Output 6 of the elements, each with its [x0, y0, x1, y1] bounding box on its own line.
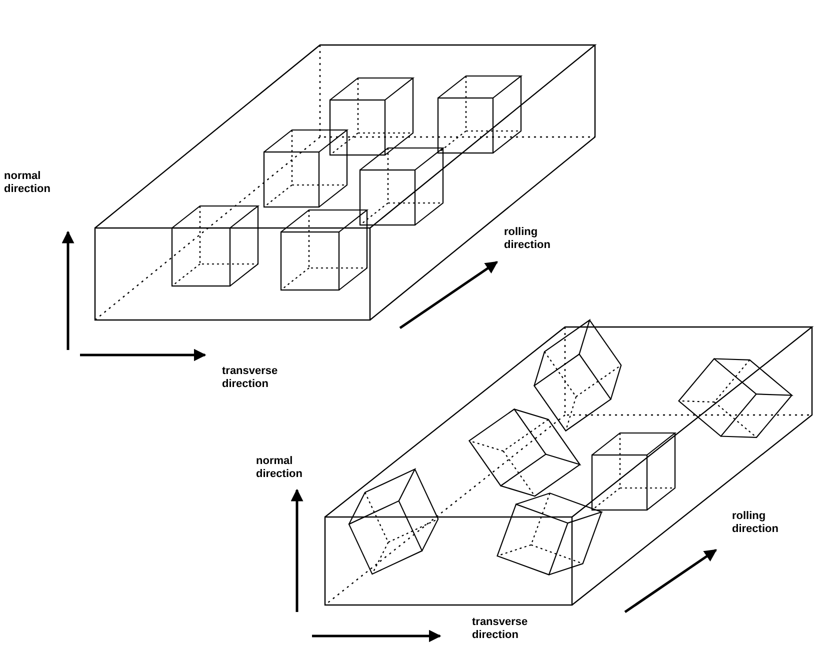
axis-label: rolling direction [504, 226, 552, 252]
axis-label: rolling direction [732, 510, 780, 536]
axis-label: normal direction [256, 455, 304, 482]
axis-label: transverse direction [222, 365, 279, 392]
axis-label: transverse direction [472, 616, 529, 642]
axis-label: normal direction [4, 170, 52, 196]
